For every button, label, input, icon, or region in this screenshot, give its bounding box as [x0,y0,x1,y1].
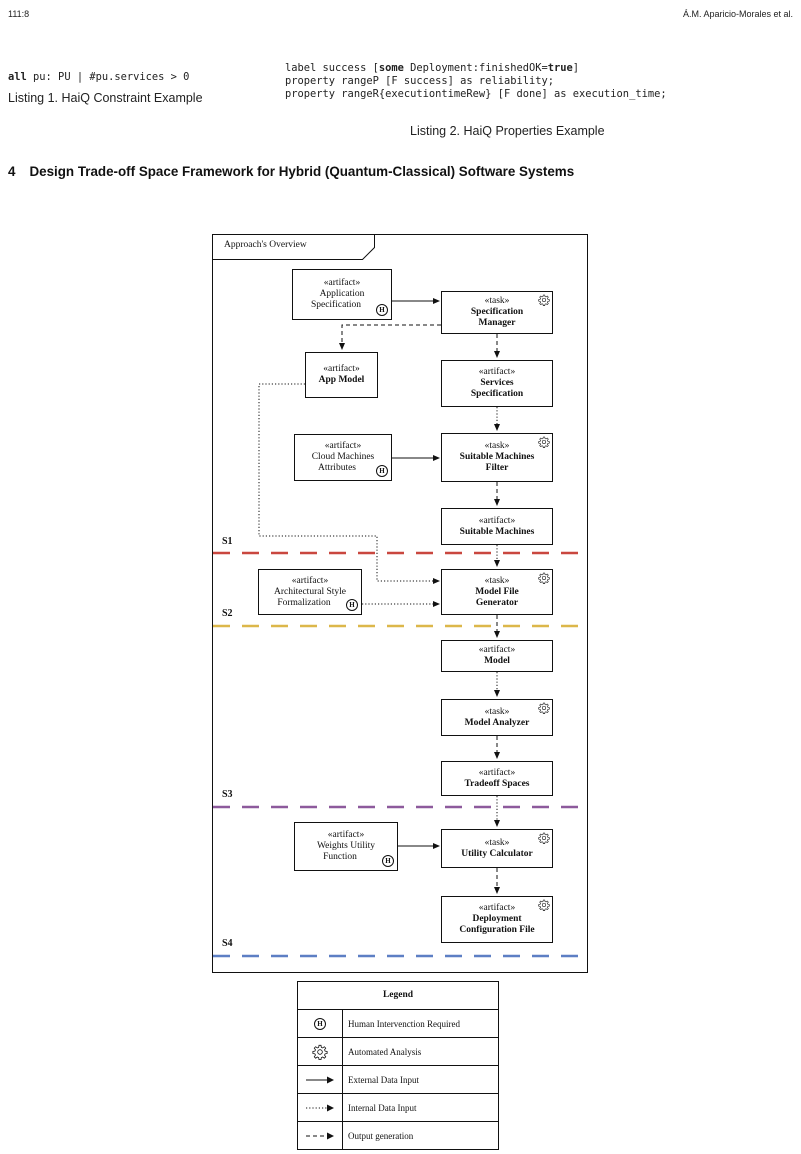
human-intervention-icon: H [382,855,394,867]
listing2-caption: Listing 2. HaiQ Properties Example [410,124,605,138]
legend: Legend H Human Intervenction Required Au… [297,981,499,1150]
running-authors: Á.M. Aparicio-Morales et al. [682,9,793,19]
model-file-generator-task: «task» Model File Generator [441,569,553,615]
services-specification-artifact: «artifact» Services Specification [441,360,553,407]
human-intervention-icon: H [376,304,388,316]
tradeoff-spaces-artifact: «artifact» Tradeoff Spaces [441,761,553,796]
stage-label-s3: S3 [222,789,233,800]
cloud-machines-attributes-artifact: «artifact» Cloud Machines Attributes H [294,434,392,481]
gear-icon [312,1044,328,1060]
page-number: 111:8 [8,9,30,19]
legend-row: Output generation [298,1122,498,1149]
dotted-arrow-icon [306,1104,334,1111]
architectural-style-formalization-artifact: «artifact» Architectural Style Formaliza… [258,569,362,615]
frame-title-tab [212,234,375,260]
diagram-frame [212,234,588,973]
application-specification-artifact: «artifact» Application Specification H [292,269,392,320]
utility-calculator-task: «task» Utility Calculator [441,829,553,868]
human-intervention-icon: H [376,465,388,477]
suitable-machines-filter-task: «task» Suitable Machines Filter [441,433,553,482]
stage-label-s4: S4 [222,938,233,949]
legend-row: H Human Intervenction Required [298,1010,498,1038]
model-analyzer-task: «task» Model Analyzer [441,699,553,736]
suitable-machines-artifact: «artifact» Suitable Machines [441,508,553,545]
model-artifact: «artifact» Model [441,640,553,672]
gear-icon [538,832,550,844]
legend-row: External Data Input [298,1066,498,1094]
gear-icon [538,572,550,584]
stage-label-s1: S1 [222,536,233,547]
solid-arrow-icon [306,1076,334,1083]
h-badge-icon: H [314,1017,326,1030]
app-model-artifact: «artifact» App Model [305,352,378,398]
gear-icon [538,899,550,911]
legend-row: Automated Analysis [298,1038,498,1066]
listing2-code: label success [some Deployment:finishedO… [285,62,667,100]
arrow-specmanager-to-appmodel [339,324,441,350]
frame-title: Approach's Overview [224,240,307,250]
stage-label-s2: S2 [222,608,233,619]
human-intervention-icon: H [346,599,358,611]
gear-icon [538,294,550,306]
gear-icon [538,436,550,448]
dashed-arrow-icon [306,1132,334,1139]
specification-manager-task: «task» Specification Manager [441,291,553,334]
legend-title: Legend [298,982,498,1010]
weights-utility-function-artifact: «artifact» Weights Utility Function H [294,822,398,871]
legend-row: Internal Data Input [298,1094,498,1122]
listing1-caption: Listing 1. HaiQ Constraint Example [8,91,203,105]
gear-icon [538,702,550,714]
listing1-code: all pu: PU | #pu.services > 0 [8,71,190,83]
arrow-appmodel-to-mfg [258,383,440,584]
deployment-configuration-file-artifact: «artifact» Deployment Configuration File [441,896,553,943]
